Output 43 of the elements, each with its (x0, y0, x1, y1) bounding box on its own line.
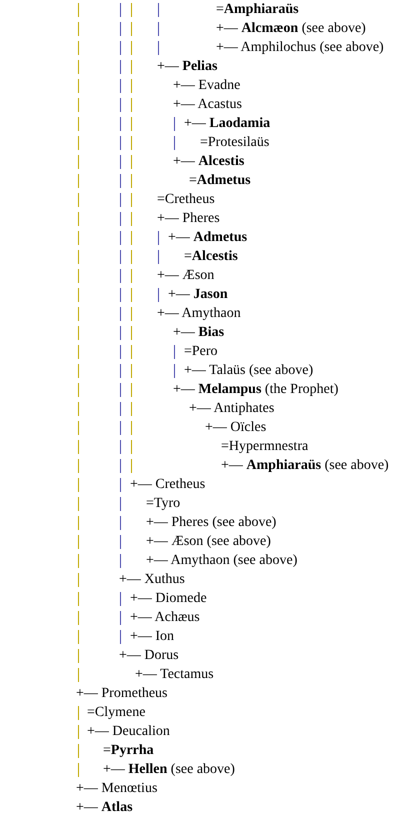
genealogy-entry: +— Deucalion (87, 723, 170, 741)
genealogy-entry: =Amphiaraüs (216, 1, 299, 19)
genealogy-entry: +— Jason (168, 286, 228, 304)
genealogy-entry: =Tyro (146, 495, 180, 513)
genealogy-entry: +— Pelias (157, 58, 218, 76)
genealogy-entry: +— Amythaon (see above) (146, 552, 298, 570)
genealogy-entry: +— Diomede (130, 590, 207, 608)
genealogy-entry: =Clymene (87, 704, 146, 722)
genealogy-entry: +— Ion (130, 628, 174, 646)
genealogy-entry: +— Talaüs (see above) (184, 362, 314, 380)
genealogy-entry: +— Amphiaraüs (see above) (221, 457, 389, 475)
genealogy-entry: =Admetus (189, 172, 251, 190)
genealogy-entry: +— Menœtius (76, 780, 158, 798)
genealogy-entry: +— Cretheus (130, 476, 206, 494)
genealogy-entry: +— Hellen (see above) (103, 761, 235, 779)
genealogy-entry: =Pero (184, 343, 218, 361)
genealogy-entry: +— Antiphates (189, 400, 274, 418)
genealogy-entry: +— Prometheus (76, 685, 168, 703)
genealogy-entry: =Protesilaüs (200, 134, 270, 152)
genealogy-entry: +— Evadne (173, 77, 240, 95)
genealogy-entry: +— Atlas (76, 799, 133, 816)
genealogy-entry: +— Admetus (168, 229, 248, 247)
genealogy-entry: +— Xuthus (119, 571, 185, 589)
genealogy-entry: =Hypermnestra (221, 438, 308, 456)
genealogy-entry: +— Dorus (119, 647, 179, 665)
genealogy-entry: =Cretheus (157, 191, 215, 209)
genealogy-entry: +— Laodamia (184, 115, 270, 133)
genealogy-entry: +— Alcmæon (see above) (216, 20, 366, 38)
genealogy-entry: +— Pheres (see above) (146, 514, 276, 532)
genealogy-entry: +— Amythaon (157, 305, 241, 323)
genealogy-entry: +— Oïcles (205, 419, 266, 437)
genealogy-entry: +— Bias (173, 324, 224, 342)
genealogy-entry: +— Achæus (130, 609, 200, 627)
genealogy-entry: +— Pheres (157, 210, 220, 228)
genealogy-entry: +— Melampus (the Prophet) (173, 381, 338, 399)
genealogy-entry: +— Amphilochus (see above) (216, 39, 384, 57)
genealogy-entry: +— Æson (157, 267, 214, 285)
genealogy-entry: +— Acastus (173, 96, 242, 114)
genealogy-entry: +— Æson (see above) (146, 533, 271, 551)
genealogy-entry: =Pyrrha (103, 742, 154, 760)
genealogy-entry: +— Tectamus (135, 666, 214, 684)
genealogy-entry: +— Alcestis (173, 153, 244, 171)
genealogy-entry: =Alcestis (184, 248, 238, 266)
